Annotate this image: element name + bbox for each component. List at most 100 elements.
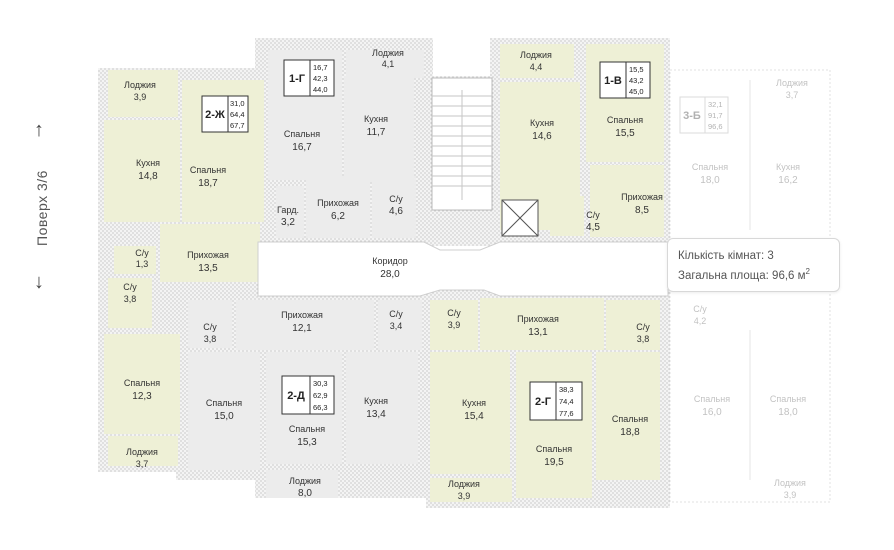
room-area: 8,0 <box>298 488 312 499</box>
tooltip-area-label: Загальна площа: <box>678 269 769 282</box>
room-area: 4,4 <box>530 62 543 72</box>
apt-code: 3-Б <box>683 110 701 122</box>
room-area: 11,7 <box>367 127 386 138</box>
room-bath-2g-right: С/у 3,8 <box>636 322 650 344</box>
room-name: Кухня <box>364 396 388 406</box>
apt-code: 1-В <box>604 75 622 87</box>
room-name: Спальня <box>289 424 325 434</box>
apt-total-area: 66,3 <box>313 403 328 412</box>
room-bedroom-2g-right: Спальня 18,8 <box>612 414 648 438</box>
room-corridor: Коридор 28,0 <box>372 256 408 280</box>
floor-down-arrow-icon[interactable]: ↓ <box>34 271 44 293</box>
room-name: Кухня <box>776 162 800 172</box>
room-name: Спальня <box>607 115 643 125</box>
room-area: 3,7 <box>786 90 799 100</box>
room-name: Спальня <box>612 414 648 424</box>
room-name: С/у <box>135 248 149 258</box>
room-area: 15,4 <box>464 411 484 422</box>
apt-living-area: 38,3 <box>559 385 574 394</box>
apt-code: 1-Г <box>289 73 306 85</box>
apt-usable-area: 62,9 <box>313 391 328 400</box>
room-name: С/у <box>636 322 650 332</box>
room-area: 3,9 <box>134 92 147 102</box>
floor-up-arrow-icon[interactable]: ↑ <box>34 119 44 141</box>
room-name: Спальня <box>770 394 806 404</box>
apt-code: 2-Ж <box>205 109 225 121</box>
room-area: 3,9 <box>448 320 461 330</box>
room-name: Спальня <box>190 165 226 175</box>
apt-badge-3b[interactable]: 3-Б 32,1 91,7 96,6 <box>679 96 729 134</box>
room-area: 3,8 <box>124 294 137 304</box>
apt-living-area: 15,5 <box>629 65 644 74</box>
room-bath-left: С/у 3,8 <box>123 282 137 304</box>
room-name: Лоджия <box>448 479 480 489</box>
room-name: Лоджия <box>776 78 808 88</box>
room-name: С/у <box>203 322 217 332</box>
room-name: Спальня <box>692 162 728 172</box>
apt-badge-2g[interactable]: 2-Г 38,3 74,4 77,6 <box>529 381 583 421</box>
room-name: Лоджия <box>520 50 552 60</box>
room-area: 14,6 <box>532 131 552 142</box>
room-name: Коридор <box>372 256 408 266</box>
room-area: 4,5 <box>586 222 600 233</box>
room-area: 13,5 <box>198 263 218 274</box>
room-bath-2g-left: С/у 3,9 <box>447 308 461 330</box>
room-loggia-3b: Лоджия 3,7 <box>776 78 808 100</box>
apt-usable-area: 42,3 <box>313 74 328 83</box>
room-area: 14,8 <box>138 171 158 182</box>
room-bedroom-2zh: Спальня 18,7 <box>190 165 226 189</box>
room-area: 18,8 <box>620 427 640 438</box>
room-name: С/у <box>123 282 137 292</box>
room-bath-2d-right: С/у3,4 <box>389 309 403 331</box>
apt-badge-2d[interactable]: 2-Д 30,3 62,9 66,3 <box>281 375 335 415</box>
room-bath-1v: С/у4,5 <box>586 210 600 233</box>
apt-usable-area: 43,2 <box>629 76 644 85</box>
room-bath-small: С/у1,3 <box>135 248 149 269</box>
floor-label: Поверх 3/6 <box>34 170 50 246</box>
apt-living-area: 30,3 <box>313 379 328 388</box>
apt-badge-1v[interactable]: 1-В 15,5 43,2 45,0 <box>599 61 651 99</box>
room-area: 16,0 <box>702 407 722 418</box>
room-area: 13,4 <box>366 409 386 420</box>
room-name: С/у <box>447 308 461 318</box>
room-name: Прихожая <box>621 192 663 202</box>
room-area: 4,6 <box>389 206 403 217</box>
room-name: Прихожая <box>187 250 229 260</box>
room-hall-2zh: Прихожая 13,5 <box>187 250 229 274</box>
room-area: 3,9 <box>458 491 471 501</box>
room-area: 13,1 <box>528 327 548 338</box>
apt-badge-2zh[interactable]: 2-Ж 31,0 64,4 67,7 <box>201 95 249 133</box>
room-area: 6,2 <box>331 211 345 222</box>
room-name: Прихожая <box>281 310 323 320</box>
apt-total-area: 77,6 <box>559 409 574 418</box>
room-name: С/у <box>389 309 403 319</box>
apt-usable-area: 91,7 <box>708 111 723 120</box>
room-kitchen-1g: Кухня 11,7 <box>364 114 388 138</box>
room-area: 3,8 <box>637 334 650 344</box>
apt-living-area: 32,1 <box>708 100 723 109</box>
apt-usable-area: 64,4 <box>230 110 245 119</box>
room-area: 3,9 <box>784 490 797 500</box>
room-area: 18,7 <box>198 178 218 189</box>
room-bath-2d-left: С/у3,8 <box>203 322 217 344</box>
room-area: 18,0 <box>778 407 798 418</box>
highlighted-rooms <box>104 44 664 502</box>
room-area: 1,3 <box>136 259 149 269</box>
room-name: Кухня <box>364 114 388 124</box>
room-area: 28,0 <box>380 269 400 280</box>
room-area: 15,0 <box>214 411 234 422</box>
apt-badge-1g[interactable]: 1-Г 16,7 42,3 44,0 <box>283 59 335 97</box>
room-bedroom-3b-right: Спальня 18,0 <box>770 394 806 418</box>
tooltip-rooms: Кількість кімнат: 3 <box>678 250 774 262</box>
room-area: 18,0 <box>700 175 720 186</box>
apt-usable-area: 74,4 <box>559 397 574 406</box>
